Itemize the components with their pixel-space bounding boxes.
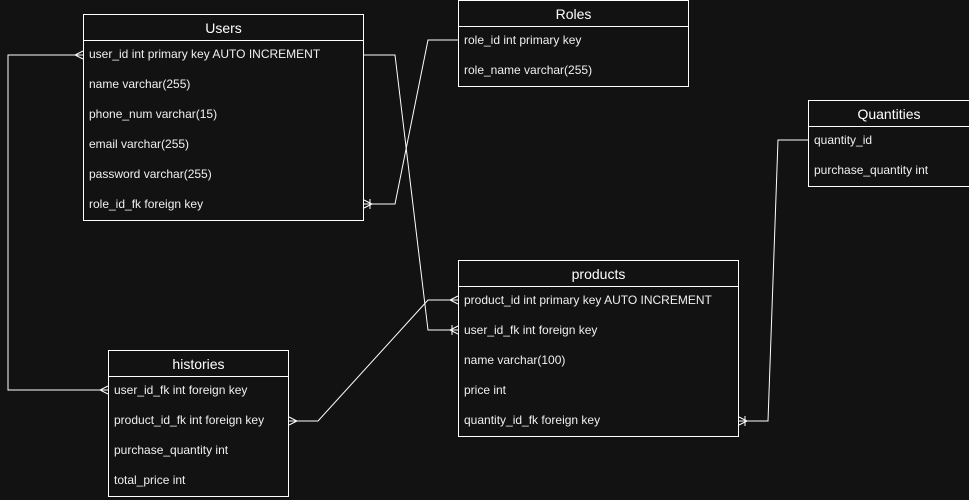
users-field-phone-num: phone_num varchar(15): [89, 107, 218, 121]
users-entity[interactable]: Users user_id int primary key AUTO INCRE…: [83, 14, 364, 221]
relationship-users-products: [364, 54, 459, 335]
histories-entity[interactable]: histories user_id_fk int foreign key pro…: [108, 350, 289, 497]
roles-entity[interactable]: Roles role_id int primary key role_name …: [458, 0, 689, 87]
products-entity[interactable]: products product_id int primary key AUTO…: [458, 260, 739, 437]
quantities-field-purchase-quantity: purchase_quantity int: [814, 163, 929, 177]
quantities-entity-title: Quantities: [809, 101, 969, 127]
users-field-email: email varchar(255): [89, 137, 190, 151]
users-field-user-id: user_id int primary key AUTO INCREMENT: [89, 47, 321, 61]
roles-field-role-id: role_id int primary key: [464, 33, 582, 47]
relationship-quantities-products: [738, 139, 808, 426]
products-field-product-id: product_id int primary key AUTO INCREMEN…: [464, 293, 712, 307]
histories-field-product-id-fk: product_id_fk int foreign key: [114, 413, 265, 427]
users-field-name: name varchar(255): [89, 77, 191, 91]
products-field-price: price int: [464, 383, 507, 397]
histories-entity-title: histories: [109, 351, 288, 377]
products-field-user-id-fk: user_id_fk int foreign key: [464, 323, 598, 337]
users-field-password: password varchar(255): [89, 167, 212, 181]
roles-field-role-name: role_name varchar(255): [464, 63, 593, 77]
quantities-entity[interactable]: Quantities quantity_id purchase_quantity…: [808, 100, 969, 187]
relationship-users-histories: [7, 50, 109, 395]
products-field-name: name varchar(100): [464, 353, 566, 367]
users-entity-title: Users: [84, 15, 363, 41]
products-entity-title: products: [459, 261, 738, 287]
roles-entity-title: Roles: [459, 1, 688, 27]
relationship-roles-users: [363, 39, 458, 209]
histories-field-user-id-fk: user_id_fk int foreign key: [114, 383, 248, 397]
quantities-field-quantity-id: quantity_id: [814, 133, 873, 147]
products-field-quantity-id-fk: quantity_id_fk foreign key: [464, 413, 601, 427]
relationship-products-histories: [288, 295, 459, 426]
histories-field-total-price: total_price int: [114, 473, 186, 487]
histories-field-purchase-quantity: purchase_quantity int: [114, 443, 229, 457]
users-field-role-id-fk: role_id_fk foreign key: [89, 197, 204, 211]
